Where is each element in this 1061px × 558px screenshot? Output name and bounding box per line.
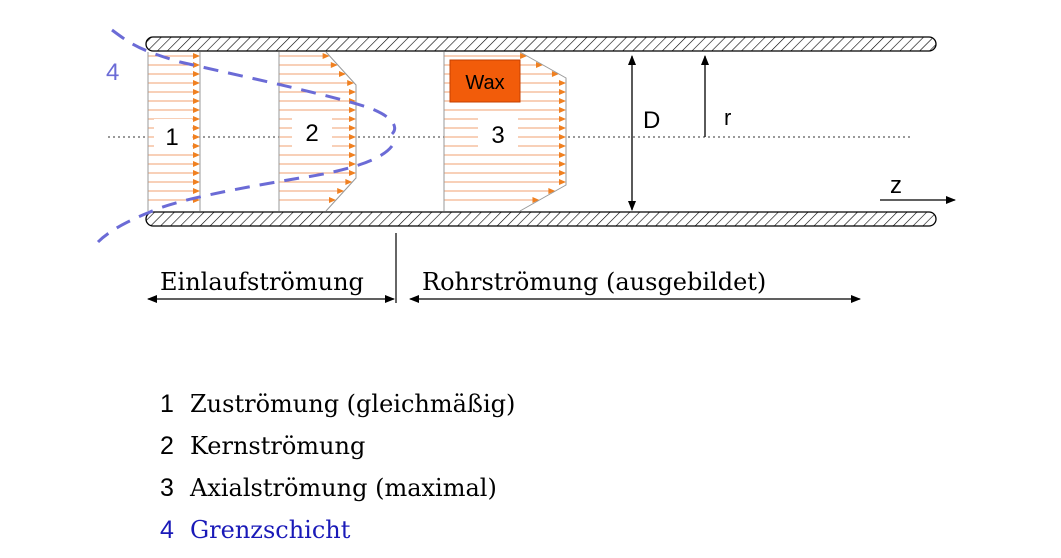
- boundary-layer-bottom: [96, 145, 394, 244]
- profile-2-arrow-11-head: [349, 152, 356, 158]
- profile-1-arrow-8-head: [193, 125, 200, 131]
- profile-3-arrow-3-head: [559, 80, 566, 86]
- profile-2-arrow-4-head: [349, 89, 356, 95]
- profile-2-arrow-13-head: [349, 170, 356, 176]
- profile-3-arrow-10-head: [559, 143, 566, 149]
- profile-1-arrow-15-head: [193, 188, 200, 194]
- pipe-flow-label: Rohrströmung (ausgebildet): [422, 268, 766, 296]
- profile-1-arrow-12-head: [193, 161, 200, 167]
- profile-3-arrow-5-head: [559, 98, 566, 104]
- profile-3-arrow-13-head: [559, 170, 566, 176]
- profile-3-arrow-9-head: [559, 134, 566, 140]
- profile-2-arrow-16-head: [329, 197, 336, 203]
- profile-1-arrow-13-head: [193, 170, 200, 176]
- profile-2-arrow-7-head: [349, 116, 356, 122]
- profile-2-arrow-9-head: [349, 134, 356, 140]
- profile-1-arrow-1-head: [193, 62, 200, 68]
- boundary-marker-label: 4: [106, 59, 119, 86]
- profile-1-arrow-6-head: [193, 107, 200, 113]
- legend-text-4: Grenzschicht: [190, 516, 351, 544]
- profile-3-arrow-11-head: [559, 152, 566, 158]
- z-axis-label: z: [890, 172, 902, 199]
- profile-3-front: [519, 51, 567, 212]
- profile-1-arrow-2-head: [193, 71, 200, 77]
- velocity-profile-core: [279, 53, 356, 203]
- legend-number-2: 2: [160, 432, 174, 460]
- profile-2-arrow-8-head: [349, 125, 356, 131]
- profile-2-arrow-1-head: [330, 62, 338, 68]
- profile-1-arrow-7-head: [193, 116, 200, 122]
- profile-3-arrow-12-head: [559, 161, 566, 167]
- profile-1-arrow-3-head: [193, 80, 200, 86]
- profile-3-arrow-4-head: [559, 89, 566, 95]
- boundary-layer-top: [111, 28, 397, 136]
- profile-1-arrow-4-head: [193, 89, 200, 95]
- legend-text-3: Axialströmung (maximal): [190, 474, 497, 502]
- label-profile-3: 3: [491, 122, 504, 149]
- profile-3-arrow-2-head: [551, 71, 559, 77]
- profile-1-arrow-11-head: [193, 152, 200, 158]
- profile-3-arrow-7-head: [559, 116, 566, 122]
- profile-3-arrow-14-head: [559, 179, 566, 185]
- profile-1-arrow-14-head: [193, 179, 200, 185]
- profile-2-arrow-0-head: [322, 53, 330, 59]
- profile-2-arrow-3-head: [347, 80, 355, 86]
- profile-3-arrow-16-head: [532, 197, 540, 203]
- pipe-wall-top: [145, 36, 937, 52]
- radius-label: r: [724, 105, 731, 130]
- label-box-2: [292, 115, 332, 149]
- profile-1-arrow-0-head: [193, 53, 200, 59]
- legend-number-3: 3: [160, 474, 174, 502]
- profile-2-arrow-6-head: [349, 107, 356, 113]
- profile-3-arrow-6-head: [559, 107, 566, 113]
- legend-item-2: 2 Kernströmung: [160, 432, 365, 461]
- entry-flow-label: Einlaufströmung: [160, 268, 364, 296]
- label-profile-2: 2: [305, 120, 318, 147]
- profile-2-front: [325, 51, 357, 212]
- wax-deposit: [449, 59, 521, 103]
- label-profile-1: 1: [165, 124, 178, 151]
- profile-2-arrow-10-head: [349, 143, 356, 149]
- profile-3-arrow-0-head: [520, 53, 528, 59]
- legend-number-1: 1: [160, 390, 174, 418]
- legend-text-2: Kernströmung: [190, 432, 366, 460]
- legend-item-4: 4 Grenzschicht: [160, 516, 350, 545]
- pipe-wall-bottom: [145, 211, 937, 227]
- legend-text-1: Zuströmung (gleichmäßig): [190, 390, 516, 418]
- legend-number-4: 4: [160, 516, 174, 544]
- legend-item-1: 1 Zuströmung (gleichmäßig): [160, 390, 515, 419]
- label-box-3: [478, 116, 518, 152]
- profile-1-arrow-10-head: [193, 143, 200, 149]
- profile-2-arrow-12-head: [349, 161, 356, 167]
- profile-1-arrow-9-head: [193, 134, 200, 140]
- wax-label: Wax: [465, 72, 504, 94]
- profile-3-arrow-8-head: [559, 125, 566, 131]
- profile-2-arrow-15-head: [337, 188, 345, 194]
- profile-2-arrow-14-head: [345, 179, 353, 185]
- legend-item-3: 3 Axialströmung (maximal): [160, 474, 497, 503]
- profile-2-arrow-2-head: [339, 71, 346, 77]
- diameter-label: D: [643, 107, 660, 134]
- label-box-1: [154, 119, 192, 153]
- profile-3-arrow-1-head: [536, 62, 543, 68]
- profile-3-arrow-15-head: [548, 188, 556, 194]
- profile-1-arrow-5-head: [193, 98, 200, 104]
